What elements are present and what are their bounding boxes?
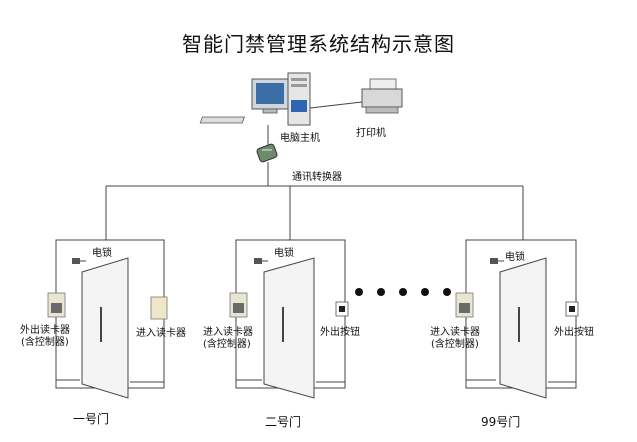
pc-label: 电脑主机 (280, 133, 320, 144)
door-name: 二号门 (265, 415, 302, 429)
device-label: 进入读卡器 (203, 327, 253, 338)
door-1 (47, 239, 168, 399)
printer-icon (361, 78, 403, 114)
device-label: 进入读卡器 (136, 328, 186, 339)
device-sublabel: (含控制器) (431, 339, 479, 350)
door-name: 99号门 (481, 415, 521, 429)
lock-label: 电锁 (505, 252, 525, 263)
device-label: 外出读卡器 (20, 325, 70, 336)
device-label: 进入读卡器 (430, 327, 480, 338)
ellipsis-dots (355, 288, 451, 296)
card-reader-icon (150, 296, 168, 320)
converter-icon (256, 143, 278, 163)
door-99 (455, 239, 579, 399)
converter-label: 通讯转换器 (292, 172, 342, 183)
device-sublabel: (含控制器) (203, 339, 251, 350)
lock-label: 电锁 (274, 248, 294, 259)
door-name: 一号门 (73, 412, 110, 426)
door-2 (229, 239, 349, 399)
device-label: 外出按钮 (320, 327, 360, 338)
diagram-title: 智能门禁管理系统结构示意图 (182, 32, 455, 56)
printer-label: 打印机 (356, 128, 386, 139)
device-label: 外出按钮 (554, 327, 594, 338)
lock-label: 电锁 (92, 248, 112, 259)
device-sublabel: (含控制器) (21, 337, 69, 348)
computer-icon (199, 72, 311, 126)
